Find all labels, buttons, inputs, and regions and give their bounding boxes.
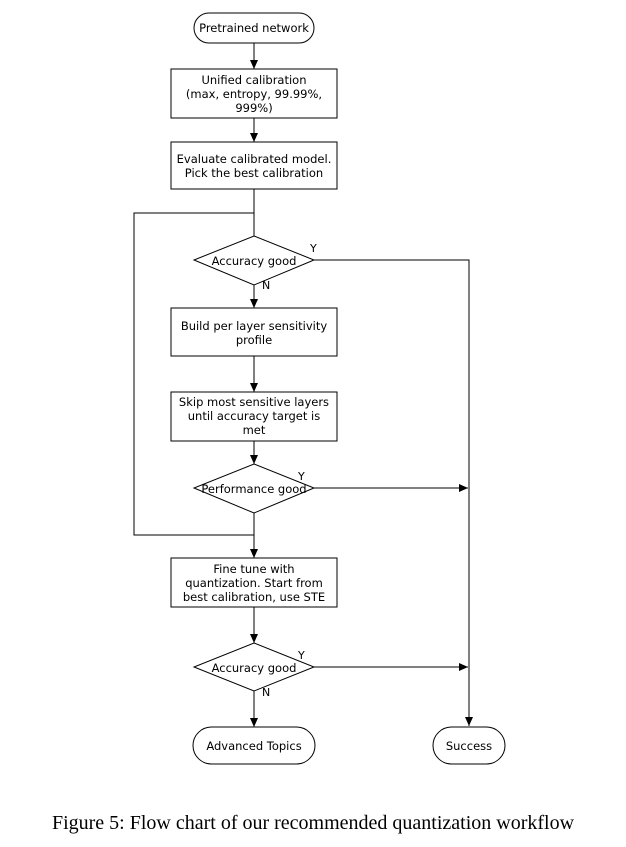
build-label-line-2: profile [236, 333, 272, 347]
accuracy1-no-label: N [262, 279, 270, 292]
flowchart: Pretrained network Unified calibration (… [133, 12, 506, 765]
skip-layers-box [170, 391, 338, 442]
success-label: Success [446, 739, 492, 753]
unified-label-line-3: 999%) [235, 101, 272, 115]
svg-text:Y: Y [297, 649, 305, 662]
svg-text:Advanced Topics: Advanced Topics [206, 739, 301, 753]
advanced-topics-label: Advanced Topics [206, 739, 301, 753]
unified-calibration-box [170, 68, 338, 119]
svg-text:Success: Success [446, 739, 492, 753]
evaluate-label-line-1: Evaluate calibrated model. [177, 152, 332, 166]
accuracy2-no-label: N [262, 686, 270, 699]
finetune-label-line-2: quantization. Start from [185, 576, 323, 590]
advanced-topics-terminal [192, 726, 316, 765]
skip-label-line-1: Skip most sensitive layers [179, 395, 329, 409]
svg-text:Fine tune with: Fine tune with [213, 562, 294, 576]
evaluate-box [170, 141, 338, 190]
svg-text:Accuracy good: Accuracy good [212, 254, 297, 268]
edge-performance-loop-back [133, 212, 255, 536]
svg-text:Pick the best calibration: Pick the best calibration [185, 166, 323, 180]
accuracy-good-decision-2 [192, 642, 316, 692]
svg-text:999%): 999%) [235, 101, 272, 115]
svg-text:profile: profile [236, 333, 272, 347]
svg-text:N: N [262, 279, 270, 292]
svg-text:quantization. Start from: quantization. Start from [185, 576, 323, 590]
accuracy1-yes-label: Y [309, 242, 317, 255]
svg-text:Y: Y [297, 470, 305, 483]
performance-good-decision [192, 463, 316, 514]
finetune-label-line-1: Fine tune with [213, 562, 294, 576]
svg-text:Performance good: Performance good [201, 482, 306, 496]
fine-tune-box [170, 557, 338, 608]
pretrained-terminal [193, 12, 315, 44]
finetune-label-line-3: best calibration, use STE [183, 590, 325, 604]
svg-text:met: met [243, 423, 266, 437]
accuracy-good-label-1: Accuracy good [212, 254, 297, 268]
unified-label-line-1: Unified calibration [201, 73, 306, 87]
svg-text:Build per layer sensitivity: Build per layer sensitivity [181, 319, 328, 333]
svg-text:(max, entropy, 99.99%,: (max, entropy, 99.99%, [186, 87, 322, 101]
build-sensitivity-box [170, 307, 338, 357]
skip-label-line-3: met [243, 423, 266, 437]
accuracy-good-label-2: Accuracy good [212, 661, 297, 675]
svg-text:Evaluate calibrated model.: Evaluate calibrated model. [177, 152, 332, 166]
svg-text:Unified calibration: Unified calibration [201, 73, 306, 87]
svg-text:Pretrained network: Pretrained network [199, 21, 309, 35]
svg-text:Y: Y [309, 242, 317, 255]
unified-label-line-2: (max, entropy, 99.99%, [186, 87, 322, 101]
success-terminal [432, 726, 506, 765]
svg-text:Skip most sensitive layers: Skip most sensitive layers [179, 395, 329, 409]
evaluate-label-line-2: Pick the best calibration [185, 166, 323, 180]
svg-text:best calibration, use STE: best calibration, use STE [183, 590, 325, 604]
build-label-line-1: Build per layer sensitivity [181, 319, 328, 333]
svg-text:until accuracy target is: until accuracy target is [188, 409, 320, 423]
svg-text:N: N [262, 686, 270, 699]
svg-text:Accuracy good: Accuracy good [212, 661, 297, 675]
skip-label-line-2: until accuracy target is [188, 409, 320, 423]
performance-good-label: Performance good [201, 482, 306, 496]
accuracy2-yes-label: Y [297, 649, 305, 662]
accuracy-good-decision-1 [192, 235, 316, 286]
performance-yes-label: Y [297, 470, 305, 483]
figure-caption: Figure 5: Flow chart of our recommended … [51, 812, 575, 834]
pretrained-label: Pretrained network [199, 21, 309, 35]
edge-accuracy1-to-success [314, 259, 473, 726]
